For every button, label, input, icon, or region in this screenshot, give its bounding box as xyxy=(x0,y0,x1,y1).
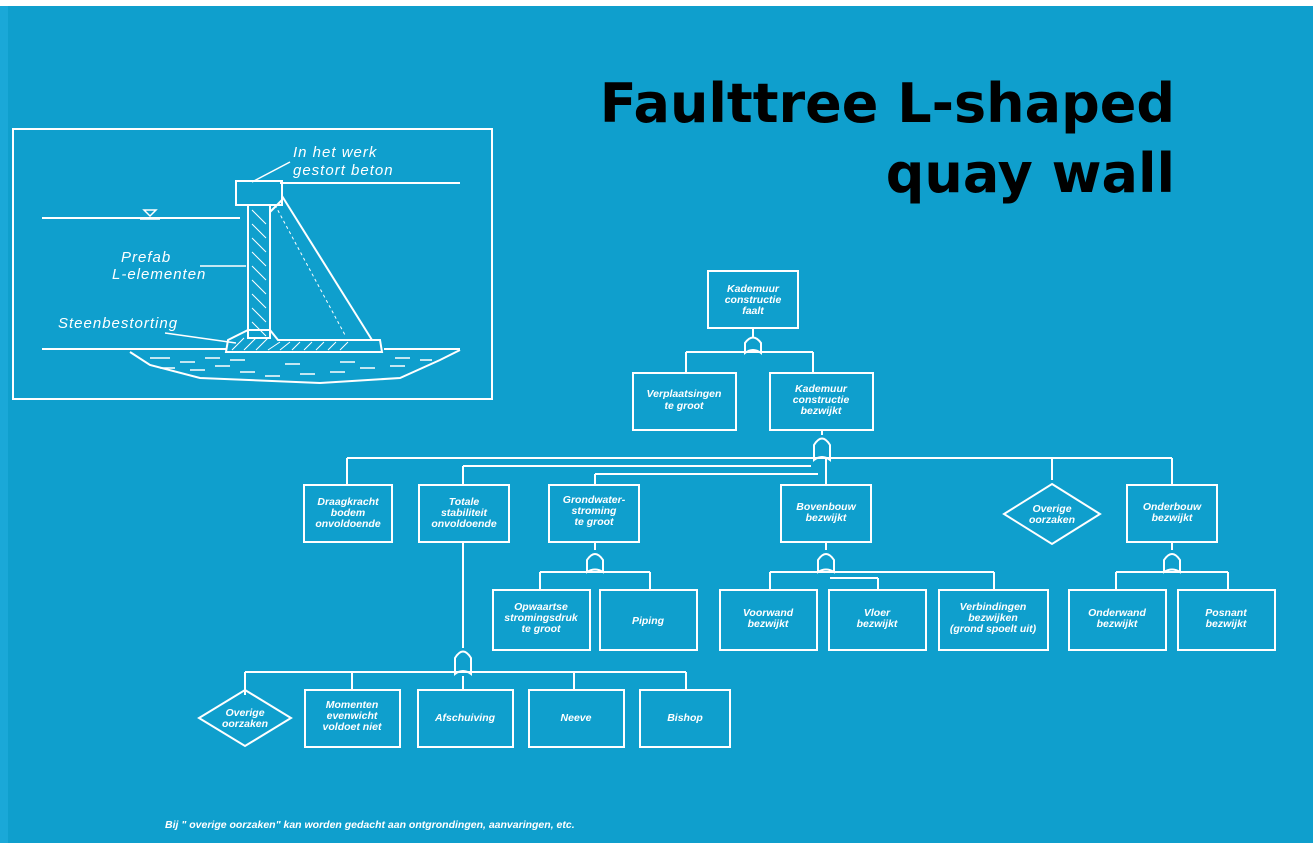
node-totale-line: onvoldoende xyxy=(431,518,496,530)
node-vloer: Vloer bezwijkt xyxy=(828,589,927,651)
node-posnant: Posnant bezwijkt xyxy=(1177,589,1276,651)
node-grondwater-line: stroming xyxy=(572,505,618,517)
node-momenten-line: Momenten xyxy=(326,699,379,711)
node-root-line: faalt xyxy=(742,305,764,317)
node-root: Kademuur constructie faalt xyxy=(707,270,799,329)
water-level-icon xyxy=(140,209,160,220)
node-grondwater: Grondwater- stroming te groot xyxy=(548,484,640,543)
node-bovenbouw: Bovenbouw bezwijkt xyxy=(780,484,872,543)
node-neeve: Neeve xyxy=(528,689,625,748)
label-in-het-werk: In het werk xyxy=(293,144,378,161)
in-situ-cap xyxy=(235,180,283,206)
or-gate-icon xyxy=(744,336,762,355)
rock-fill xyxy=(129,349,461,385)
node-overige-line: Overige xyxy=(1032,503,1071,515)
node-grondwater-line: te groot xyxy=(574,516,614,528)
node-vloer-line: bezwijkt xyxy=(857,618,898,630)
node-piping: Piping xyxy=(599,589,698,651)
node-posnant-line: Posnant xyxy=(1205,607,1247,619)
l-element-base xyxy=(224,329,384,353)
node-onderwand-line: Onderwand xyxy=(1088,607,1146,619)
node-root-line: Kademuur xyxy=(727,283,780,295)
title-line-2: quay wall xyxy=(886,142,1175,205)
node-opwaartse-line: te groot xyxy=(521,623,561,635)
node-bovenbouw-line: Bovenbouw xyxy=(796,501,856,513)
node-bishop-line: Bishop xyxy=(667,712,703,724)
or-gate-icon xyxy=(1163,553,1181,574)
node-onderbouw-line: bezwijkt xyxy=(1152,512,1193,524)
node-onderbouw: Onderbouw bezwijkt xyxy=(1126,484,1218,543)
node-bovenbouw-line: bezwijkt xyxy=(806,512,847,524)
label-gestort-beton: gestort beton xyxy=(293,162,394,179)
node-totale-stabiliteit: Totale stabiliteit onvoldoende xyxy=(418,484,510,543)
node-verbindingen-line: (grond spoelt uit) xyxy=(950,623,1037,635)
footnote: Bij " overige oorzaken" kan worden gedac… xyxy=(165,819,575,831)
or-gate-icon xyxy=(454,650,472,676)
node-opwaartse: Opwaartse stromingsdruk te groot xyxy=(492,589,591,651)
node-verplaatsingen-line: te groot xyxy=(664,400,704,412)
node-afschuiving-line: Afschuiving xyxy=(434,712,496,724)
node-overige-oorzaken-1: Overige oorzaken xyxy=(1002,482,1102,546)
node-bezwijkt-line: constructie xyxy=(793,394,850,406)
node-vloer-line: Vloer xyxy=(864,607,891,619)
node-overige-oorzaken-2: Overige oorzaken xyxy=(197,688,293,748)
node-voorwand-line: bezwijkt xyxy=(748,618,789,630)
label-steenbestorting: Steenbestorting xyxy=(58,315,178,332)
node-onderbouw-line: Onderbouw xyxy=(1143,501,1202,513)
node-voorwand-line: Voorwand xyxy=(743,607,794,619)
title-line-1: Faulttree L-shaped xyxy=(600,72,1175,135)
node-momenten-line: voldoet niet xyxy=(323,721,382,733)
label-l-elementen: L-elementen xyxy=(112,266,206,283)
node-verbindingen-line: bezwijken xyxy=(968,612,1018,624)
slide-left-edge xyxy=(0,6,8,843)
node-draagkracht-line: Draagkracht xyxy=(317,496,379,508)
inset-frame xyxy=(12,128,493,400)
node-verbindingen-line: Verbindingen xyxy=(960,601,1027,613)
or-gate-icon xyxy=(586,553,604,574)
node-momenten: Momenten evenwicht voldoet niet xyxy=(304,689,401,748)
node-bezwijkt-line: Kademuur xyxy=(795,383,848,395)
node-neeve-line: Neeve xyxy=(561,712,592,724)
node-verplaatsingen: Verplaatsingen te groot xyxy=(632,372,737,431)
or-gate-icon xyxy=(817,553,835,574)
node-grondwater-line: Grondwater- xyxy=(563,494,626,506)
node-bezwijkt: Kademuur constructie bezwijkt xyxy=(769,372,874,431)
node-onderwand-line: bezwijkt xyxy=(1097,618,1138,630)
node-draagkracht-line: onvoldoende xyxy=(315,518,380,530)
node-bezwijkt-line: bezwijkt xyxy=(801,405,842,417)
l-element-stem xyxy=(247,205,271,339)
node-voorwand: Voorwand bezwijkt xyxy=(719,589,818,651)
node-totale-line: Totale xyxy=(449,496,480,508)
node-verbindingen: Verbindingen bezwijken (grond spoelt uit… xyxy=(938,589,1049,651)
node-afschuiving: Afschuiving xyxy=(417,689,514,748)
node-verplaatsingen-line: Verplaatsingen xyxy=(647,388,722,400)
node-bishop: Bishop xyxy=(639,689,731,748)
quay-wall-cross-section: In het werk gestort beton Prefab L-eleme… xyxy=(12,128,493,400)
or-gate-icon xyxy=(813,437,831,462)
node-overige2-line: Overige xyxy=(225,707,264,719)
node-opwaartse-line: Opwaartse xyxy=(514,601,568,613)
node-momenten-line: evenwicht xyxy=(327,710,378,722)
label-prefab: Prefab xyxy=(121,249,171,266)
node-overige2-line: oorzaken xyxy=(222,718,268,730)
node-root-line: constructie xyxy=(725,294,782,306)
node-overige-line: oorzaken xyxy=(1029,514,1075,526)
node-posnant-line: bezwijkt xyxy=(1206,618,1247,630)
node-onderwand: Onderwand bezwijkt xyxy=(1068,589,1167,651)
slide-top-border xyxy=(0,0,1313,6)
fault-tree-connectors xyxy=(244,328,1229,695)
node-draagkracht: Draagkracht bodem onvoldoende xyxy=(303,484,393,543)
node-draagkracht-line: bodem xyxy=(331,507,365,519)
node-piping-line: Piping xyxy=(632,615,665,627)
node-opwaartse-line: stromingsdruk xyxy=(504,612,579,624)
node-totale-line: stabiliteit xyxy=(441,507,488,519)
slide-background xyxy=(0,6,1313,843)
